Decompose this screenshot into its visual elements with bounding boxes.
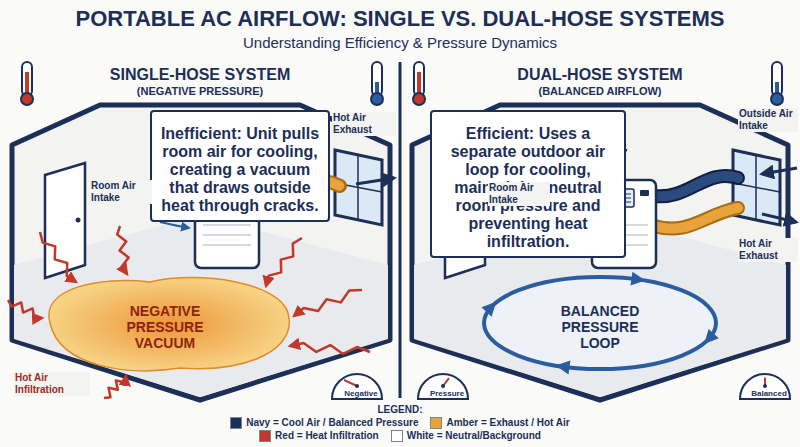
flow-label: Room Air Intake xyxy=(90,180,152,204)
right-room-part xyxy=(412,105,788,400)
left-room xyxy=(12,105,390,400)
pressure-gauge: Pressure xyxy=(416,368,478,400)
loop-arrowhead xyxy=(699,329,719,349)
heat-arrow xyxy=(117,226,128,274)
gauge-pivot xyxy=(441,384,445,388)
legend-swatch xyxy=(230,417,242,429)
pressure-gauge: Balanced xyxy=(738,368,800,400)
heat-arrow xyxy=(104,376,126,398)
thermometer-hot-part xyxy=(21,93,33,105)
flow-label: Room Air Intake xyxy=(488,182,550,206)
heat-arrow xyxy=(290,343,370,354)
legend-item: Navy = Cool Air / Balanced Pressure xyxy=(230,416,418,429)
thermometer-hot xyxy=(413,62,425,105)
gauge-label: Pressure xyxy=(416,389,478,399)
flow-label: Hot Air Infiltration xyxy=(14,372,90,396)
intake-hose-part xyxy=(654,176,738,196)
thermometer-cool-part xyxy=(371,93,383,105)
pressure-zone: NEGATIVE PRESSURE VACUUM xyxy=(30,268,300,378)
thermometer-cool-part xyxy=(771,93,783,105)
panel-heading: DUAL-HOSE SYSTEM xyxy=(400,66,800,84)
heat-arrow xyxy=(40,232,76,282)
diagram-subtitle: Understanding Efficiency & Pressure Dyna… xyxy=(0,34,800,51)
gauge-pivot xyxy=(763,384,767,388)
legend-text: Navy = Cool Air / Balanced Pressure xyxy=(246,416,418,429)
legend-rows: Navy = Cool Air / Balanced Pressure Amber… xyxy=(205,416,595,442)
exhaust-hose-part xyxy=(356,178,394,184)
panel-subheading: (BALANCED AIRFLOW) xyxy=(400,84,800,98)
thermometer-cool xyxy=(371,62,383,105)
exhaust-hose xyxy=(654,208,796,229)
panel-heading: SINGLE-HOSE SYSTEM xyxy=(0,66,400,84)
ac-unit-part xyxy=(640,190,649,196)
legend-swatch xyxy=(259,430,271,442)
legend-title: LEGEND: xyxy=(205,403,595,416)
flow-label: Hot Air Exhaust xyxy=(738,238,798,262)
gauge-label: Balanced xyxy=(738,389,800,399)
legend-text: Red = Heat Infiltration xyxy=(275,429,379,442)
zone-label: NEGATIVE PRESSURE VACUUM xyxy=(109,303,221,351)
vacuum-blob xyxy=(49,278,289,371)
thermometer-hot-part xyxy=(413,93,425,105)
flow-label: Hot Air Exhaust xyxy=(332,112,396,136)
heat-infiltration-arrows xyxy=(8,226,370,398)
exhaust-hose-part xyxy=(654,208,738,229)
legend-swatch xyxy=(391,430,403,442)
thermometer-cool xyxy=(771,62,783,105)
legend-text: White = Neutral/Background xyxy=(407,429,541,442)
zone-label: BALANCED PRESSURE LOOP xyxy=(544,303,656,351)
panel-divider xyxy=(399,62,402,398)
left-room-part xyxy=(12,105,390,400)
legend-swatch xyxy=(430,417,442,429)
exhaust-hose-part xyxy=(654,208,738,229)
loop-arrowhead xyxy=(555,359,571,375)
legend-item: Amber = Exhaust / Hot Air xyxy=(430,416,569,429)
flow-label: Outside Air Intake xyxy=(738,108,798,132)
gauge-pivot xyxy=(355,384,359,388)
panel-subheading: (NEGATIVE PRESSURE) xyxy=(0,84,400,98)
heat-arrow xyxy=(8,300,42,319)
ac-unit-part xyxy=(203,234,251,236)
pressure-gauge: Negative xyxy=(330,368,392,400)
ac-unit-part xyxy=(203,244,251,246)
legend-text: Amber = Exhaust / Hot Air xyxy=(446,416,569,429)
loop-arrowhead xyxy=(631,272,647,288)
door-symbol-part xyxy=(45,163,85,278)
legend-item: Red = Heat Infiltration xyxy=(259,429,379,442)
door-symbol-part xyxy=(76,218,81,223)
intake-hose xyxy=(654,168,797,196)
door-symbol xyxy=(45,163,85,278)
right-room xyxy=(412,105,788,400)
ac-unit-part xyxy=(203,224,251,226)
legend-item: White = Neutral/Background xyxy=(391,429,541,442)
exhaust-hose-part xyxy=(762,214,796,222)
diagram-title: PORTABLE AC AIRFLOW: SINGLE VS. DUAL-HOS… xyxy=(0,6,800,32)
intake-hose-part xyxy=(762,168,797,174)
callout-text: Inefficient: Unit pulls room air for coo… xyxy=(159,125,321,215)
loop-arrowhead xyxy=(481,297,501,317)
intake-hose-part xyxy=(654,176,738,196)
loop-path xyxy=(484,277,716,369)
thermometer-hot xyxy=(21,62,33,105)
gauge-needle xyxy=(344,380,357,386)
pressure-loop: BALANCED PRESSURE LOOP xyxy=(470,268,730,378)
gauge-label: Negative xyxy=(330,389,392,399)
system-panel: Inefficient: Unit pulls room air for coo… xyxy=(0,58,400,403)
legend: LEGEND:Navy = Cool Air / Balanced Pressu… xyxy=(205,403,595,442)
intake-arrow-part xyxy=(160,222,189,228)
heat-arrow xyxy=(294,290,362,316)
callout-box: Inefficient: Unit pulls room air for coo… xyxy=(150,110,330,222)
heat-arrow xyxy=(266,238,302,286)
